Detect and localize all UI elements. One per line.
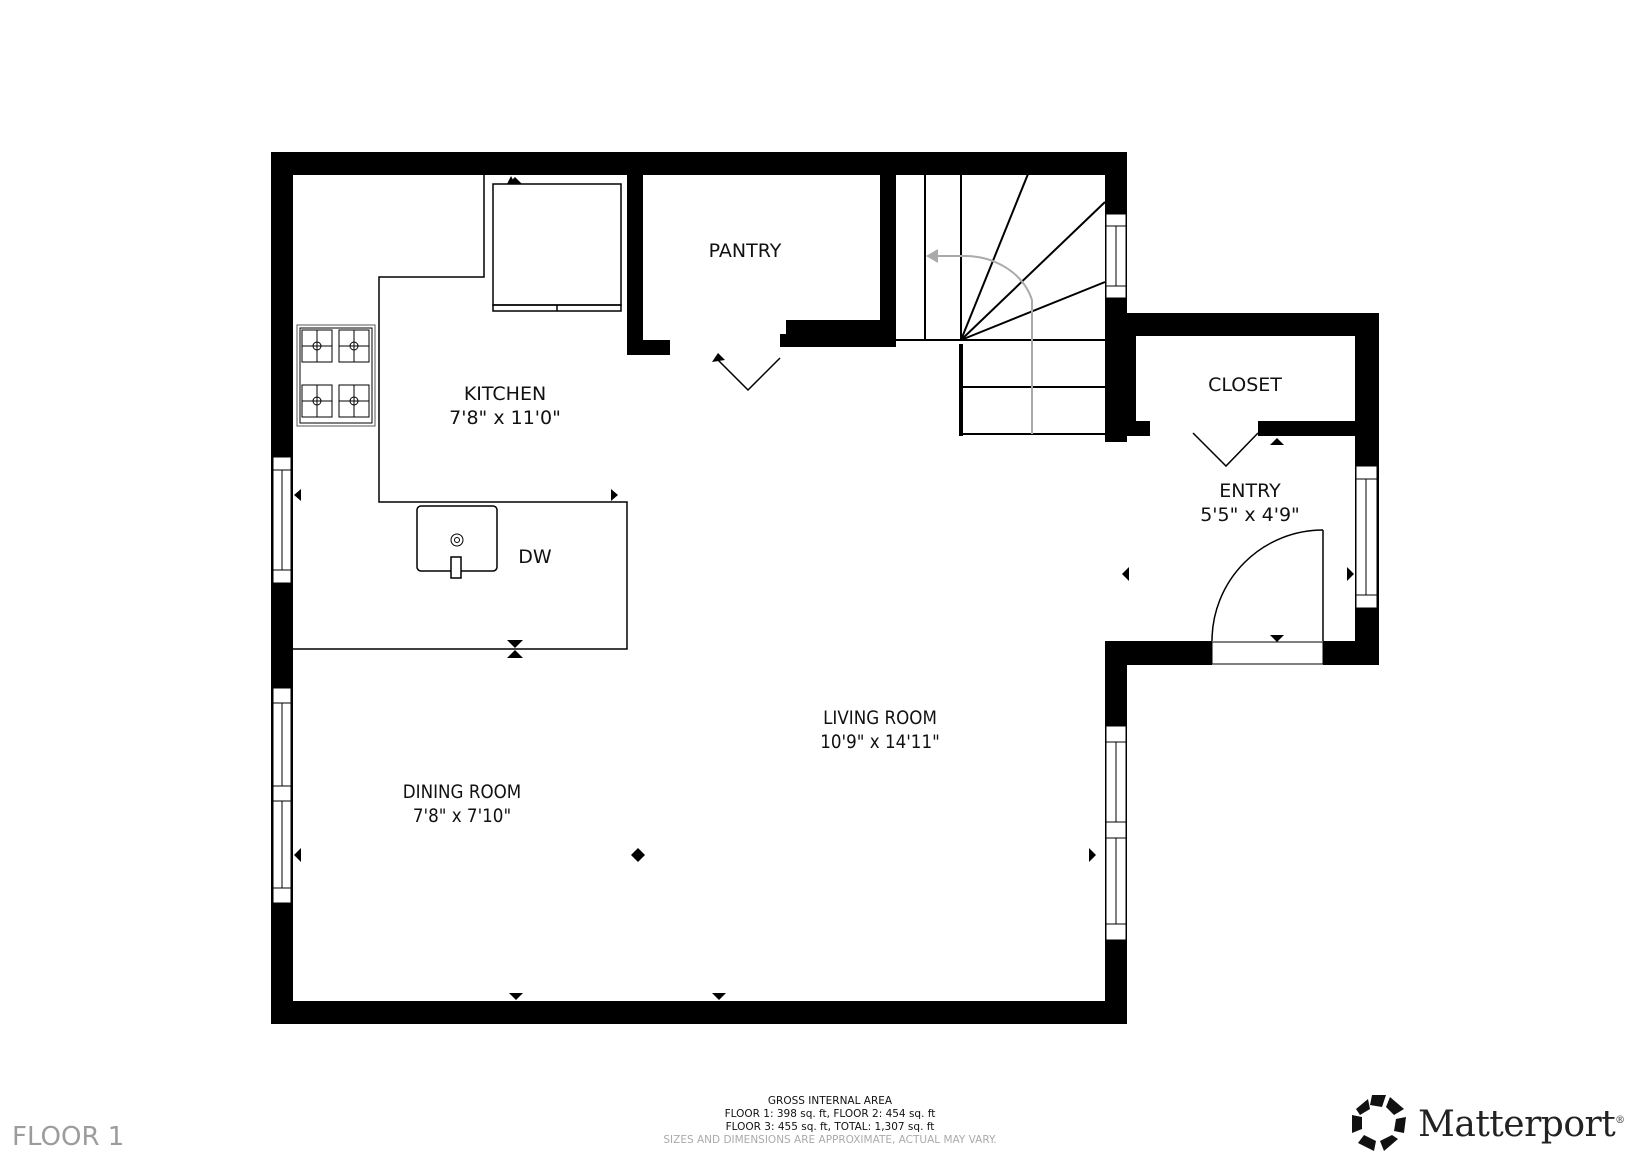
matterport-logo-icon xyxy=(1352,1095,1406,1151)
dishwasher-label: DW xyxy=(518,546,552,568)
refrigerator xyxy=(492,183,622,306)
room-closet-name: CLOSET xyxy=(1208,374,1282,396)
closet-door-swing xyxy=(1192,432,1259,468)
room-dining-name: DINING ROOM xyxy=(402,781,522,803)
registered-mark: ® xyxy=(1615,1114,1625,1126)
room-entry-dims: 5'5" x 4'9" xyxy=(1200,504,1300,526)
sink-icon xyxy=(416,505,498,579)
scan-markers xyxy=(294,176,1354,1000)
room-living-name: LIVING ROOM xyxy=(823,707,937,729)
stair-arrow-head xyxy=(926,249,938,263)
room-living-dims: 10'9" x 14'11" xyxy=(820,731,940,753)
pantry-door-marker xyxy=(712,353,725,362)
kitchen-fixtures xyxy=(293,174,628,650)
window-dining-left xyxy=(272,687,292,904)
entry-door-swing xyxy=(1211,529,1324,642)
walls xyxy=(271,152,1379,1024)
room-entry: ENTRY 5'5" x 4'9" xyxy=(1170,479,1330,527)
window-living-right xyxy=(1105,725,1127,941)
pantry-door-swing xyxy=(717,357,781,392)
room-living: LIVING ROOM 10'9" x 14'11" xyxy=(792,706,968,754)
staircase xyxy=(894,173,1106,435)
stair-direction-arrow xyxy=(930,254,1033,434)
room-dining-dims: 7'8" x 7'10" xyxy=(412,805,512,827)
floor-label: FLOOR 1 xyxy=(12,1122,125,1152)
room-pantry: PANTRY xyxy=(680,239,810,263)
room-kitchen: KITCHEN 7'8" x 11'0" xyxy=(420,382,590,430)
stove-icon xyxy=(296,324,376,427)
area-summary: GROSS INTERNAL AREA FLOOR 1: 398 sq. ft,… xyxy=(560,1095,1100,1147)
area-title: GROSS INTERNAL AREA xyxy=(767,1095,893,1107)
area-line-1: FLOOR 1: 398 sq. ft, FLOOR 2: 454 sq. ft xyxy=(724,1108,936,1120)
room-pantry-name: PANTRY xyxy=(708,240,782,262)
area-disclaimer: SIZES AND DIMENSIONS ARE APPROXIMATE, AC… xyxy=(663,1134,997,1146)
window-entry xyxy=(1355,465,1378,609)
brand-logo: Matterport® xyxy=(1348,1094,1625,1154)
room-kitchen-dims: 7'8" x 11'0" xyxy=(449,407,561,429)
windows xyxy=(272,213,1378,941)
window-kitchen-left xyxy=(272,456,292,584)
room-entry-name: ENTRY xyxy=(1219,480,1281,502)
window-stairs xyxy=(1105,213,1127,299)
room-dining: DINING ROOM 7'8" x 7'10" xyxy=(374,780,550,828)
room-kitchen-name: KITCHEN xyxy=(463,383,547,405)
brand-name: Matterport® xyxy=(1418,1104,1625,1145)
entry-threshold xyxy=(1211,641,1324,665)
brand-name-text: Matterport xyxy=(1418,1103,1616,1145)
room-closet: CLOSET xyxy=(1180,373,1310,397)
area-line-2: FLOOR 3: 455 sq. ft, TOTAL: 1,307 sq. ft xyxy=(725,1121,935,1133)
